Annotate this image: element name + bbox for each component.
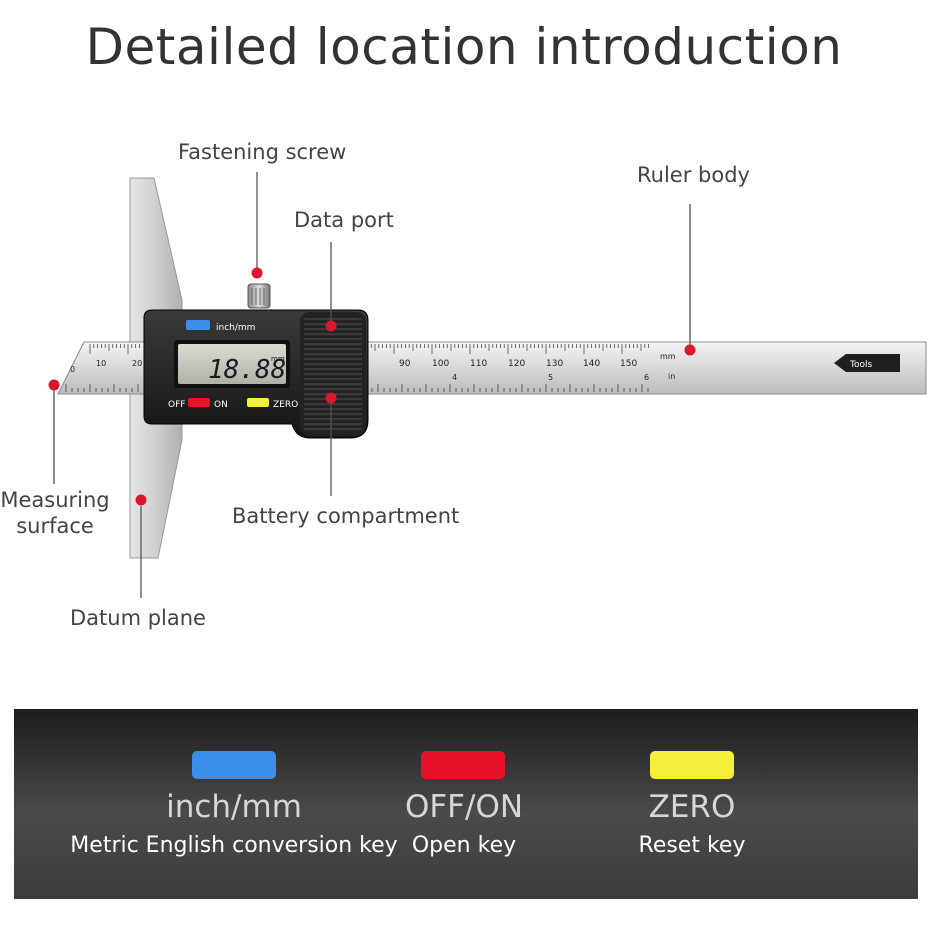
off-label: OFF — [168, 400, 185, 410]
tick-label: 140 — [583, 359, 600, 369]
grip-ridge — [304, 388, 362, 391]
ruler-ticks — [65, 344, 649, 392]
grip-ridge — [304, 333, 362, 336]
callout-battery-compartment: Battery compartment — [232, 504, 460, 528]
tick-label: 150 — [620, 359, 637, 369]
grip-ridge — [304, 403, 362, 406]
inch-mm-label: inch/mm — [216, 323, 255, 333]
grip-ridge — [304, 418, 362, 421]
inch-mm-button[interactable] — [186, 320, 210, 330]
grip-ridge — [304, 348, 362, 351]
tick-label: 110 — [470, 359, 487, 369]
svg-text:Tools: Tools — [849, 360, 872, 370]
inch-mm-key-label: inch/mm — [166, 789, 302, 825]
on-label: ON — [214, 400, 228, 410]
tick-label: 5 — [548, 373, 553, 382]
in-unit-label: in — [668, 372, 675, 381]
grip-ridge — [304, 378, 362, 381]
marker-measuring-surface — [48, 379, 60, 391]
grip-ridge — [304, 373, 362, 376]
lcd-unit: mm — [271, 355, 285, 363]
tick-label: 0 — [70, 365, 75, 374]
grip-ridge — [304, 338, 362, 341]
callout-measuring-line2: surface — [16, 514, 94, 538]
grip-ridge — [304, 363, 362, 366]
brand-logo: Tools — [834, 354, 900, 372]
lcd-reading: 18.88 — [208, 355, 286, 385]
grip-ridge — [304, 383, 362, 386]
zero-key-label: ZERO — [648, 789, 736, 825]
battery-cover-grip — [304, 318, 362, 431]
zero-label: ZERO — [273, 400, 298, 410]
grip-ridge — [304, 358, 362, 361]
marker-fastening-screw — [251, 267, 263, 279]
inch-mm-key-desc: Metric English conversion key — [70, 833, 398, 858]
grip-ridge — [304, 428, 362, 431]
tick-label: 4 — [452, 373, 457, 382]
callout-fastening-screw: Fastening screw — [178, 140, 347, 164]
fastening-screw-knob — [247, 283, 271, 309]
marker-ruler-body — [684, 344, 696, 356]
tick-label: 6 — [644, 373, 649, 382]
tick-label: 10 — [96, 359, 106, 368]
leader-lines — [53, 172, 691, 598]
display-housing: inch/mm 18.88 mm OFF ON ZERO — [143, 309, 369, 439]
tick-label: 130 — [546, 359, 563, 369]
grip-ridge — [304, 408, 362, 411]
grip-ridge — [304, 368, 362, 371]
callout-ruler-body: Ruler body — [637, 163, 750, 187]
tick-label: 100 — [432, 359, 449, 369]
grip-ridge — [304, 423, 362, 426]
inch-mm-key-swatch — [192, 751, 276, 779]
grip-ridge — [304, 318, 362, 321]
tick-label: 120 — [508, 359, 525, 369]
grip-ridge — [304, 413, 362, 416]
off-on-key-swatch — [421, 751, 505, 779]
grip-ridge — [304, 343, 362, 346]
off-on-key-desc: Open key — [411, 833, 517, 858]
zero-key-desc: Reset key — [638, 833, 746, 858]
marker-battery — [325, 392, 337, 404]
markers — [48, 267, 696, 506]
callout-measuring-surface: Measuring surface — [0, 487, 110, 539]
depth-gauge-diagram: 0 10 20 90 100 110 120 130 140 150 4 5 6… — [48, 172, 927, 598]
mm-unit-label: mm — [660, 352, 676, 361]
zero-key-swatch — [650, 751, 734, 779]
marker-datum-plane — [135, 494, 147, 506]
callout-datum-plane: Datum plane — [70, 606, 206, 630]
callout-measuring-line1: Measuring — [0, 488, 110, 512]
tick-label: 20 — [132, 359, 142, 368]
off-on-key-label: OFF/ON — [404, 789, 524, 825]
button-key-panel: inch/mm Metric English conversion key OF… — [14, 709, 918, 899]
marker-data-port — [325, 320, 337, 332]
zero-button[interactable] — [247, 398, 269, 407]
off-on-button[interactable] — [188, 398, 210, 407]
grip-ridge — [304, 353, 362, 356]
lcd-screen — [178, 344, 286, 384]
page-title: Detailed location introduction — [85, 18, 843, 76]
tick-label: 90 — [399, 359, 411, 369]
callout-data-port: Data port — [294, 208, 394, 232]
